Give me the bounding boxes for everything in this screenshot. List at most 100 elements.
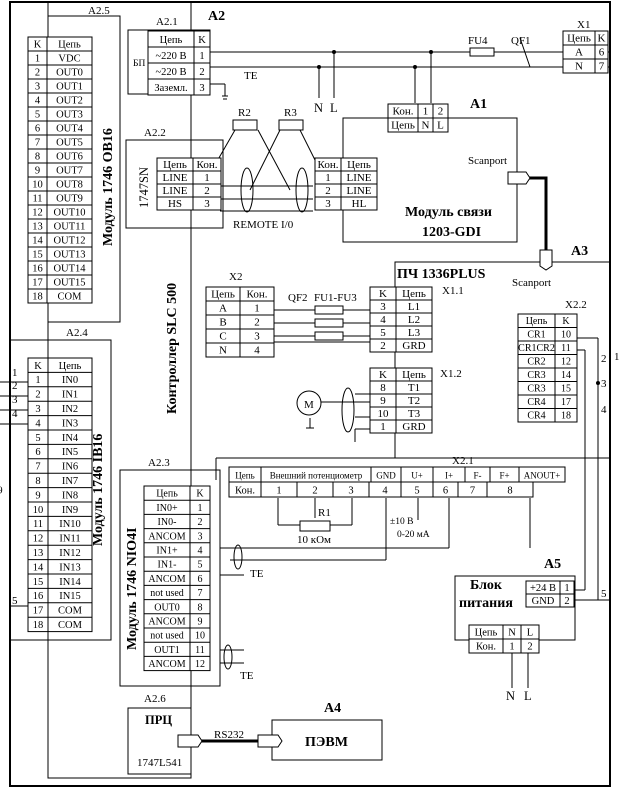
motor-symbol xyxy=(296,390,322,416)
x11-table-cell: Цепь xyxy=(402,288,426,300)
x22-table-cell: CR3 xyxy=(527,384,545,395)
a23-table-cell: OUT0 xyxy=(154,602,180,613)
a5-in-table-cell: 1 xyxy=(509,642,514,653)
fu-group-label: FU1-FU3 xyxy=(314,292,357,304)
junctions xyxy=(317,50,600,385)
x22-table-cell: CR1CR2 xyxy=(518,343,555,354)
a23-table-cell: ANCOM xyxy=(148,616,185,627)
x21-numbers-cell: 5 xyxy=(414,485,419,496)
a25-table-cell: 4 xyxy=(35,96,41,107)
a24-table-cell: 13 xyxy=(33,548,44,559)
x21-header-cell: U+ xyxy=(411,470,423,480)
a25-table-cell: 12 xyxy=(32,208,43,219)
a2-designator: A2 xyxy=(208,9,225,24)
x2-table-cell: C xyxy=(219,331,226,343)
x2-table-cell: 3 xyxy=(254,331,260,343)
fuse-3 xyxy=(314,331,344,341)
a25-table-cell: OUT5 xyxy=(56,138,83,149)
a5-mains-l: L xyxy=(524,689,532,703)
a25-table-cell: 15 xyxy=(32,250,43,261)
a24-table-cell: COM xyxy=(58,606,83,617)
x21-numbers-cell: 3 xyxy=(348,485,353,496)
a1-kon-table-cell: Цепь xyxy=(391,120,415,132)
x11-table-cell: 3 xyxy=(380,301,386,313)
r1-symbol xyxy=(299,520,331,532)
a24-table-cell: IN13 xyxy=(59,562,81,573)
a25-table-cell: COM xyxy=(58,292,83,303)
a1-title-1: Модуль связи xyxy=(405,205,492,220)
a21-table-cell: ~220 В xyxy=(155,67,186,78)
a3-designator: A3 xyxy=(571,244,588,259)
a23-table-cell: ANCOM xyxy=(148,659,185,670)
a1-line-table-cell: LINE xyxy=(346,185,371,197)
x22-table-cell: 17 xyxy=(561,397,571,408)
x21-header-cell: Внешний потенциометр xyxy=(270,470,363,480)
a24-table-cell: IN10 xyxy=(59,519,81,530)
cable-shield-4 xyxy=(233,544,243,570)
a22-vertical-label: 1747SN xyxy=(137,167,151,208)
a24-table-cell: 1 xyxy=(35,375,40,386)
x21-header-cell: F- xyxy=(473,470,481,480)
x22-table-cell: CR4 xyxy=(527,411,545,422)
a1-line-table-cell: HL xyxy=(352,198,367,210)
a25-table-cell: OUT12 xyxy=(53,236,85,247)
a25-table-cell: OUT7 xyxy=(56,166,83,177)
a23-table-cell: not used xyxy=(150,588,184,599)
x2-table-cell: B xyxy=(219,317,226,329)
a5-out-table-cell: 2 xyxy=(564,596,569,607)
x12-designator: X1.2 xyxy=(440,368,462,380)
cable-shield-5 xyxy=(223,644,233,670)
x12-table-cell: GRD xyxy=(402,421,425,433)
a1-line-table-cell: 2 xyxy=(325,185,331,197)
a21-table-cell: 2 xyxy=(199,67,204,78)
a23-table-cell: 5 xyxy=(198,560,203,571)
x22-mark-3: 3 xyxy=(601,378,607,390)
a21-designator: A2.1 xyxy=(156,16,178,28)
a25-table-cell: OUT4 xyxy=(56,124,84,135)
a23-designator: A2.3 xyxy=(148,457,170,469)
a5-in-table-cell: 2 xyxy=(527,642,532,653)
x2-table-cell: N xyxy=(219,345,227,357)
x21-designator: X2.1 xyxy=(452,455,474,467)
x2-designator: X2 xyxy=(229,271,242,283)
x21-numbers-cell: 7 xyxy=(470,485,475,496)
te-label-1: TE xyxy=(244,70,258,82)
a24-designator: A2.4 xyxy=(66,327,88,339)
a25-table-cell: OUT8 xyxy=(56,180,83,191)
a23-table-cell: ANCOM xyxy=(148,531,185,542)
x1-table-cell: A xyxy=(575,47,583,59)
a1-kon-table-cell: N xyxy=(422,120,430,132)
x21-header-cell: I+ xyxy=(445,470,453,480)
scanport-cable xyxy=(520,176,548,250)
x1-table-cell: 7 xyxy=(599,61,605,73)
a25-table-cell: 10 xyxy=(32,180,43,191)
a23-frame xyxy=(119,469,221,687)
x11-table-cell: L1 xyxy=(408,301,420,313)
x21-numbers-cell: 6 xyxy=(443,485,448,496)
x2-table-cell: 2 xyxy=(254,317,260,329)
a22-table-cell: LINE xyxy=(162,185,187,197)
a24-mark-2: 2 xyxy=(12,380,18,392)
a3-scanport: Scanport xyxy=(512,277,551,289)
mains-n: N xyxy=(314,101,323,115)
a25-table-cell: 2 xyxy=(35,68,40,79)
a24-table-cell: Цепь xyxy=(59,361,82,372)
a24-table-cell: IN4 xyxy=(62,433,79,444)
a25-table-cell: OUT11 xyxy=(54,222,86,233)
a1-kon-table-cell: 2 xyxy=(438,106,444,118)
x12-table-cell: K xyxy=(379,369,387,381)
a21-side-label: БП xyxy=(133,59,145,69)
a24-table-cell: IN9 xyxy=(62,505,78,516)
a23-vertical-label: Модуль 1746 NIO4I xyxy=(125,527,140,650)
connector-a1 xyxy=(507,171,531,185)
x11-table-cell: L2 xyxy=(408,314,420,326)
a24-table-cell: 11 xyxy=(33,519,43,530)
x22-mark-2: 2 xyxy=(601,353,607,365)
a25-table-cell: 7 xyxy=(35,138,40,149)
a25-table-cell: 3 xyxy=(35,82,40,93)
a25-table-cell: OUT6 xyxy=(56,152,83,163)
r3-label: R3 xyxy=(284,107,297,119)
